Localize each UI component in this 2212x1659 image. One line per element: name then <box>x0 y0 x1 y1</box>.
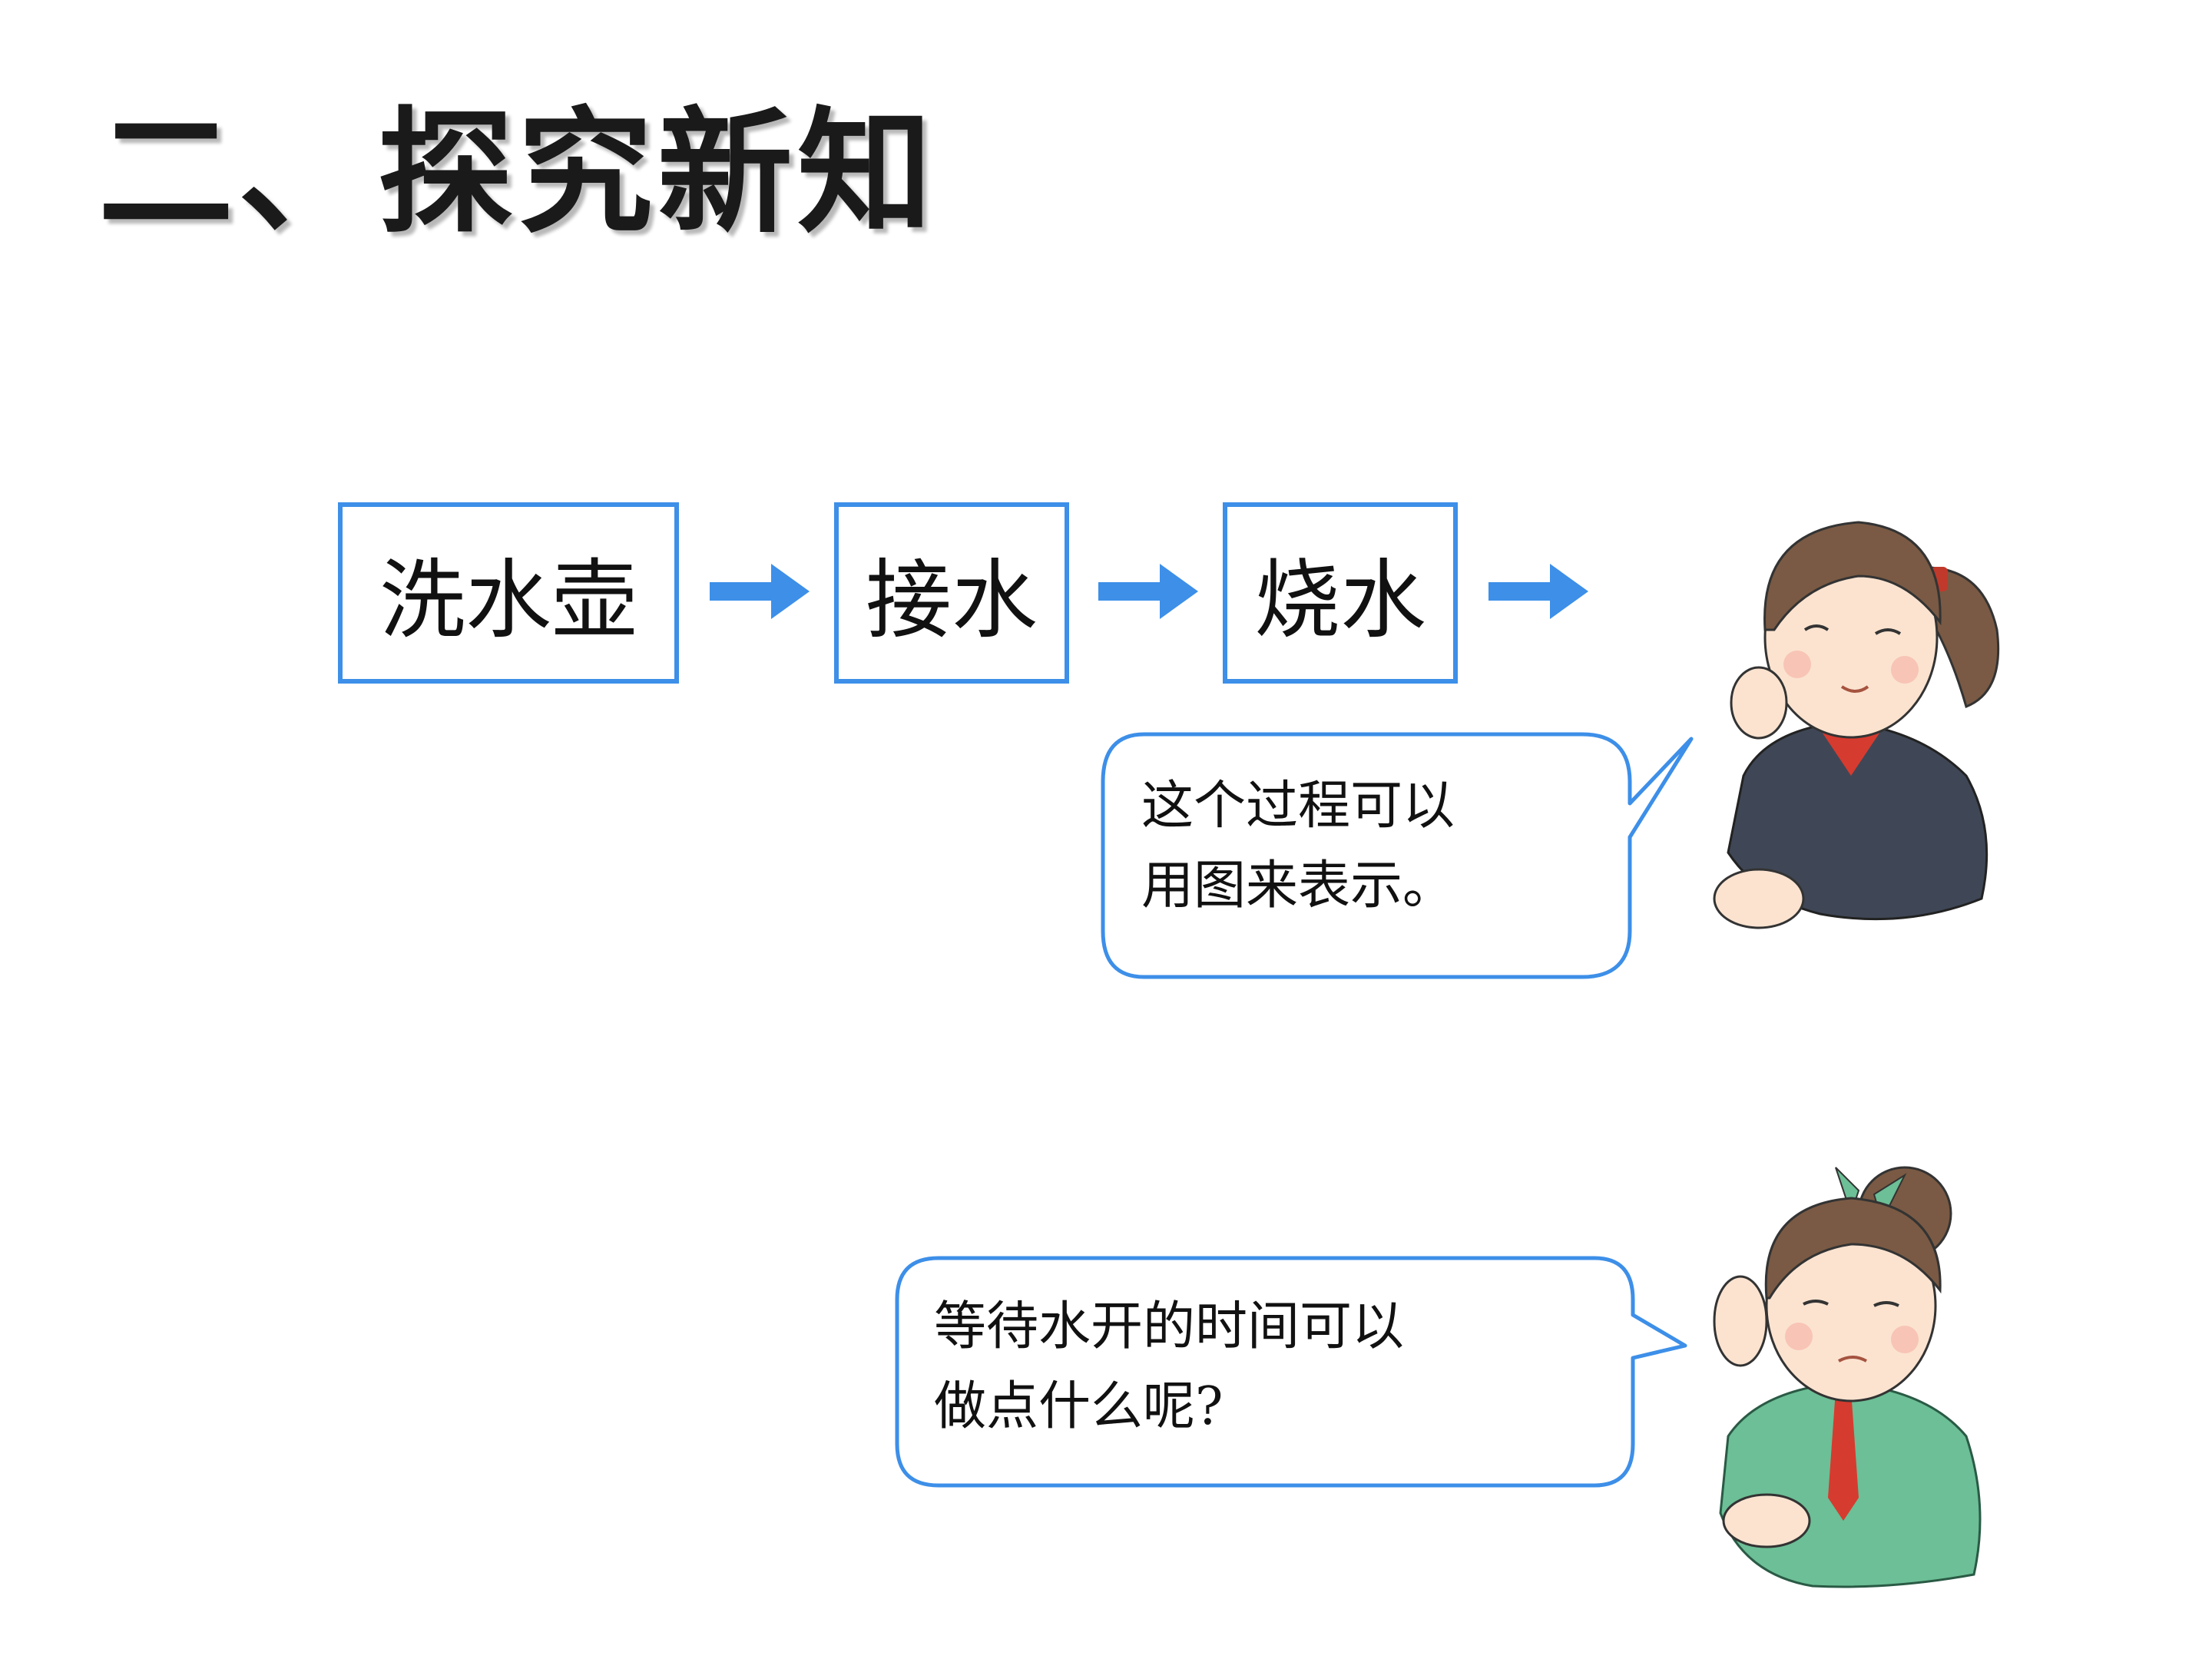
bubble-line: 做点什么呢? <box>934 1376 1224 1437</box>
step-wash-kettle: 洗水壶 <box>338 502 679 684</box>
girl-thinking-icon <box>1713 521 2000 929</box>
arrow-right-icon <box>1098 564 1198 619</box>
bubble-line: 等待水开的时间可以 <box>934 1296 1405 1357</box>
arrow-right-icon <box>1488 564 1588 619</box>
girl-worried-icon <box>1713 1166 1982 1588</box>
step-label: 接水 <box>866 551 1038 651</box>
speech-bubble-1 <box>1101 732 1694 979</box>
step-label: 洗水壶 <box>379 551 637 651</box>
step-fetch-water: 接水 <box>834 502 1069 684</box>
arrow-right-icon <box>710 564 810 619</box>
bubble-line: 这个过程可以 <box>1141 776 1455 836</box>
bubble-line: 用图来表示。 <box>1141 856 1455 916</box>
bubble-1-text: 这个过程可以 用图来表示。 <box>1141 767 1455 926</box>
step-label: 烧水 <box>1254 551 1426 651</box>
page-title: 二、探究新知 <box>98 94 938 252</box>
speech-bubble-2 <box>895 1256 1687 1488</box>
step-boil-water: 烧水 <box>1223 502 1458 684</box>
bubble-2-text: 等待水开的时间可以 做点什么呢? <box>934 1287 1404 1447</box>
